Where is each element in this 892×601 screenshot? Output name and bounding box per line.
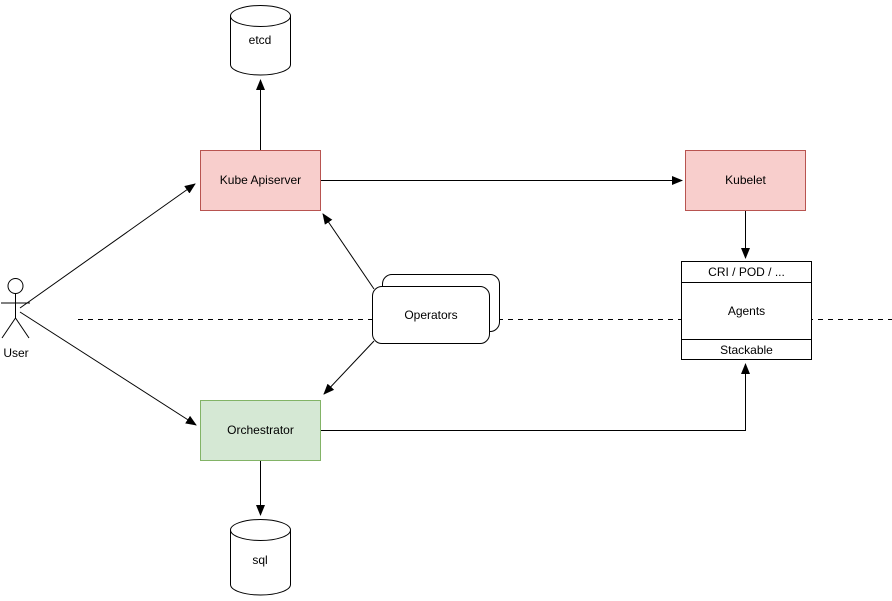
node-kubelet: Kubelet xyxy=(685,150,806,211)
node-agents: CRI / POD / ... Agents Stackable xyxy=(681,261,812,360)
user-actor-icon xyxy=(1,278,30,339)
node-kubelet-label: Kubelet xyxy=(725,173,766,188)
node-kube-apiserver: Kube Apiserver xyxy=(200,150,321,211)
node-user-label: User xyxy=(3,346,29,360)
agents-header-label: CRI / POD / ... xyxy=(708,265,785,279)
node-operators: Operators xyxy=(372,286,490,344)
edge-orchestrator-to-stackable xyxy=(321,363,750,431)
agents-body-label: Agents xyxy=(727,304,766,318)
node-orchestrator: Orchestrator xyxy=(200,400,321,461)
node-kube-apiserver-label: Kube Apiserver xyxy=(219,173,302,188)
node-orchestrator-label: Orchestrator xyxy=(227,423,294,438)
agents-footer-row: Stackable xyxy=(682,339,811,359)
edge-operators-to-orchestrator xyxy=(323,340,375,395)
edge-operators-to-kube-apiserver xyxy=(322,213,375,290)
sql-cylinder-shape xyxy=(230,519,291,596)
node-etcd-label: etcd xyxy=(248,33,272,47)
node-operators-label: Operators xyxy=(404,307,458,322)
agents-footer-label: Stackable xyxy=(720,342,773,357)
agents-header-row: CRI / POD / ... xyxy=(682,262,811,283)
agents-body-row: Agents xyxy=(682,283,811,339)
edge-user-to-kube-apiserver xyxy=(19,183,196,309)
node-sql-label: sql xyxy=(252,553,268,567)
edge-user-to-orchestrator xyxy=(19,311,197,426)
etcd-cylinder-shape xyxy=(230,5,291,76)
